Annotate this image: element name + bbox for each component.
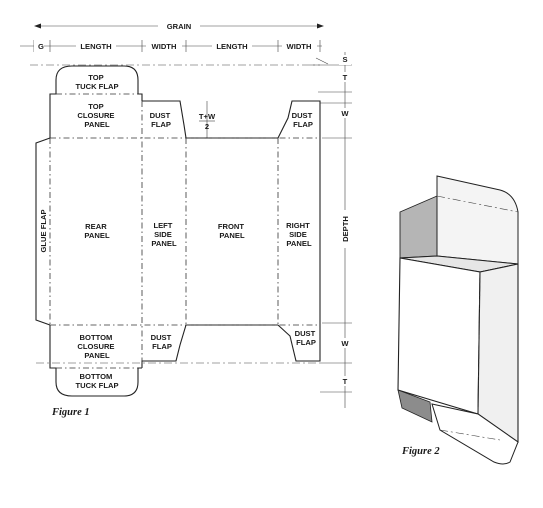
top-tuck-flap-label: TOP TUCK FLAP [75, 73, 118, 91]
dust-flap-bottom-left-label: DUST FLAP [151, 333, 174, 351]
figure-2-caption: Figure 2 [401, 446, 440, 457]
grain-label: GRAIN [167, 22, 191, 31]
glue-flap-label: GLUE FLAP [39, 209, 48, 252]
figure-1-caption: Figure 1 [51, 407, 90, 418]
dim-t-top: T [343, 73, 348, 82]
bottom-tuck-flap-label: BOTTOM TUCK FLAP [75, 372, 118, 390]
panel-labels: TOP TUCK FLAP TOP CLOSURE PANEL DUST FLA… [39, 73, 318, 390]
dim-g: G [38, 42, 44, 51]
grain-arrow: GRAIN [34, 22, 324, 31]
dim-length-1: LENGTH [80, 42, 111, 51]
dim-length-2: LENGTH [216, 42, 247, 51]
top-closure-panel-label: TOP CLOSURE PANEL [77, 102, 116, 129]
right-dimension-line: S T W DEPTH W T [310, 52, 352, 408]
tw-dimension: T+W 2 [199, 101, 216, 138]
figure-2-box: Figure 2 [397, 175, 519, 465]
left-side-panel-label: LEFT SIDE PANEL [151, 221, 177, 248]
dim-tw-denominator: 2 [205, 122, 209, 131]
dim-width-1: WIDTH [152, 42, 177, 51]
dust-flap-top-left-label: DUST FLAP [150, 111, 173, 129]
right-side-panel-label: RIGHT SIDE PANEL [286, 221, 312, 248]
rear-panel-label: REAR PANEL [84, 222, 110, 240]
figure-1-dieline: GRAIN G LENGTH WIDTH LENGTH WIDTH [20, 22, 352, 418]
top-dimension-line: G LENGTH WIDTH LENGTH WIDTH [20, 40, 322, 52]
dim-w-top: W [341, 109, 349, 118]
dust-flap-bottom-right-label: DUST FLAP [295, 329, 318, 347]
dim-depth: DEPTH [341, 216, 350, 242]
front-panel-label: FRONT PANEL [218, 222, 246, 240]
dieline-folds [30, 64, 320, 369]
bottom-closure-panel-label: BOTTOM CLOSURE PANEL [77, 333, 116, 360]
dim-w-bottom: W [341, 339, 349, 348]
dust-flap-top-right-label: DUST FLAP [292, 111, 315, 129]
dim-tw-numerator: T+W [199, 112, 216, 121]
dim-s: S [342, 55, 347, 64]
dim-width-2: WIDTH [287, 42, 312, 51]
dim-t-bottom: T [343, 377, 348, 386]
